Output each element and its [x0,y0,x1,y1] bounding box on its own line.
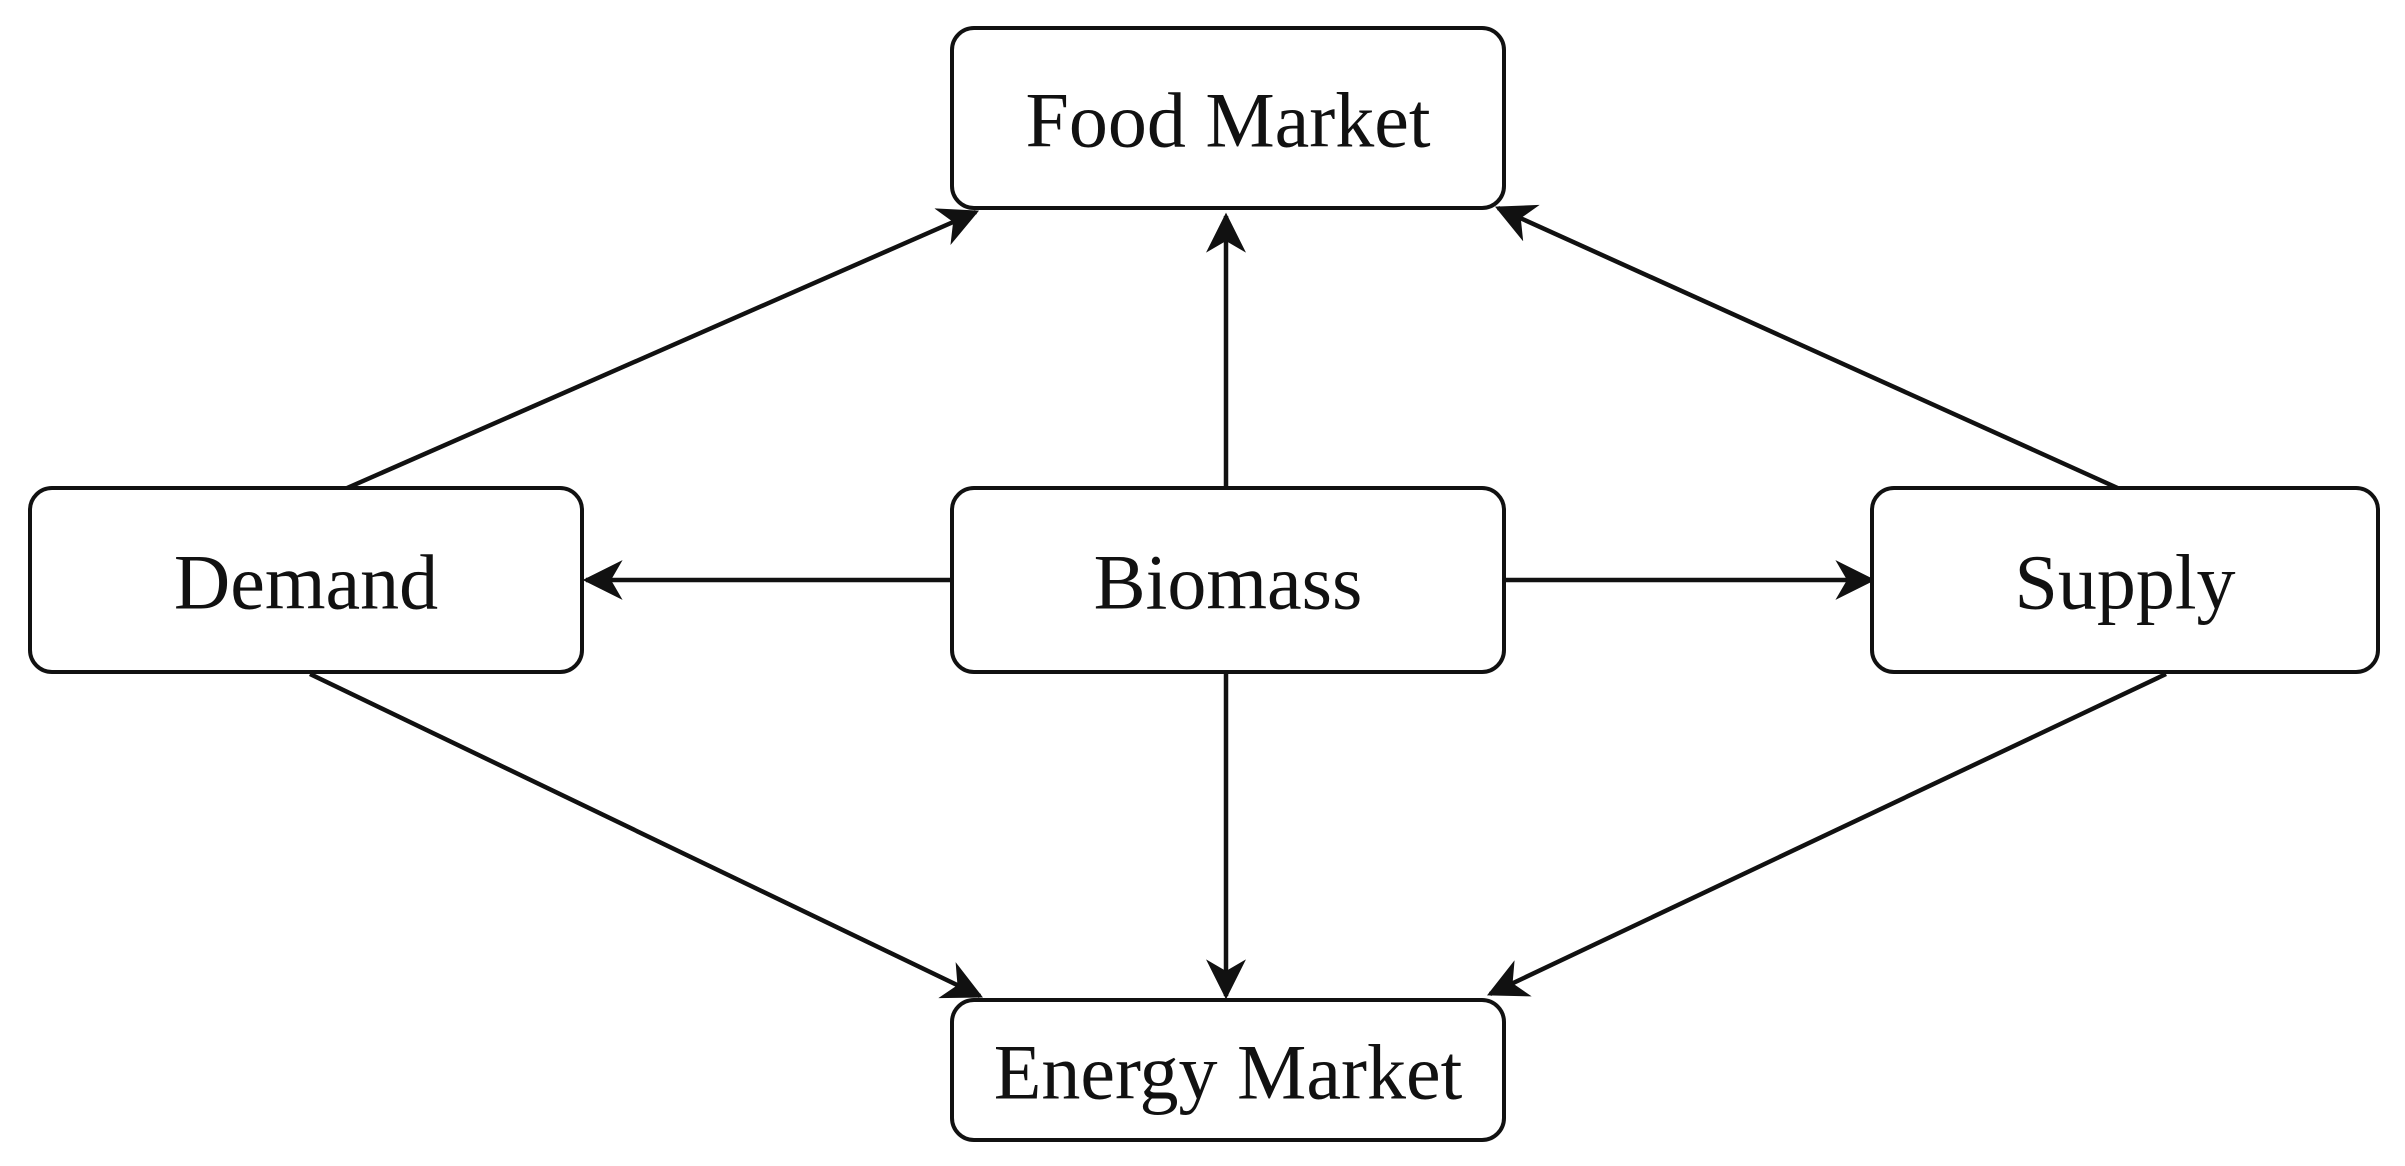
node-label-demand: Demand [174,539,438,626]
node-food-market: Food Market [950,26,1506,210]
node-label-supply: Supply [2014,539,2235,626]
edge-demand-to-food-market [337,208,980,495]
edge-supply-to-food-market [1494,204,2123,493]
edge-demand-to-energy-market [309,671,984,999]
node-biomass: Biomass [950,486,1506,674]
node-box [950,26,1506,210]
edge-supply-to-energy-market [1486,671,2167,997]
node-energy-market: Energy Market [950,998,1506,1142]
node-label-food-market: Food Market [1025,77,1430,164]
node-box [950,998,1506,1142]
node-label-energy-market: Energy Market [994,1029,1463,1116]
edges [309,204,2167,1000]
node-supply: Supply [1870,486,2380,674]
node-box [1870,486,2380,674]
node-box [28,486,584,674]
node-demand: Demand [28,486,584,674]
node-box [950,486,1506,674]
node-label-biomass: Biomass [1094,539,1363,626]
